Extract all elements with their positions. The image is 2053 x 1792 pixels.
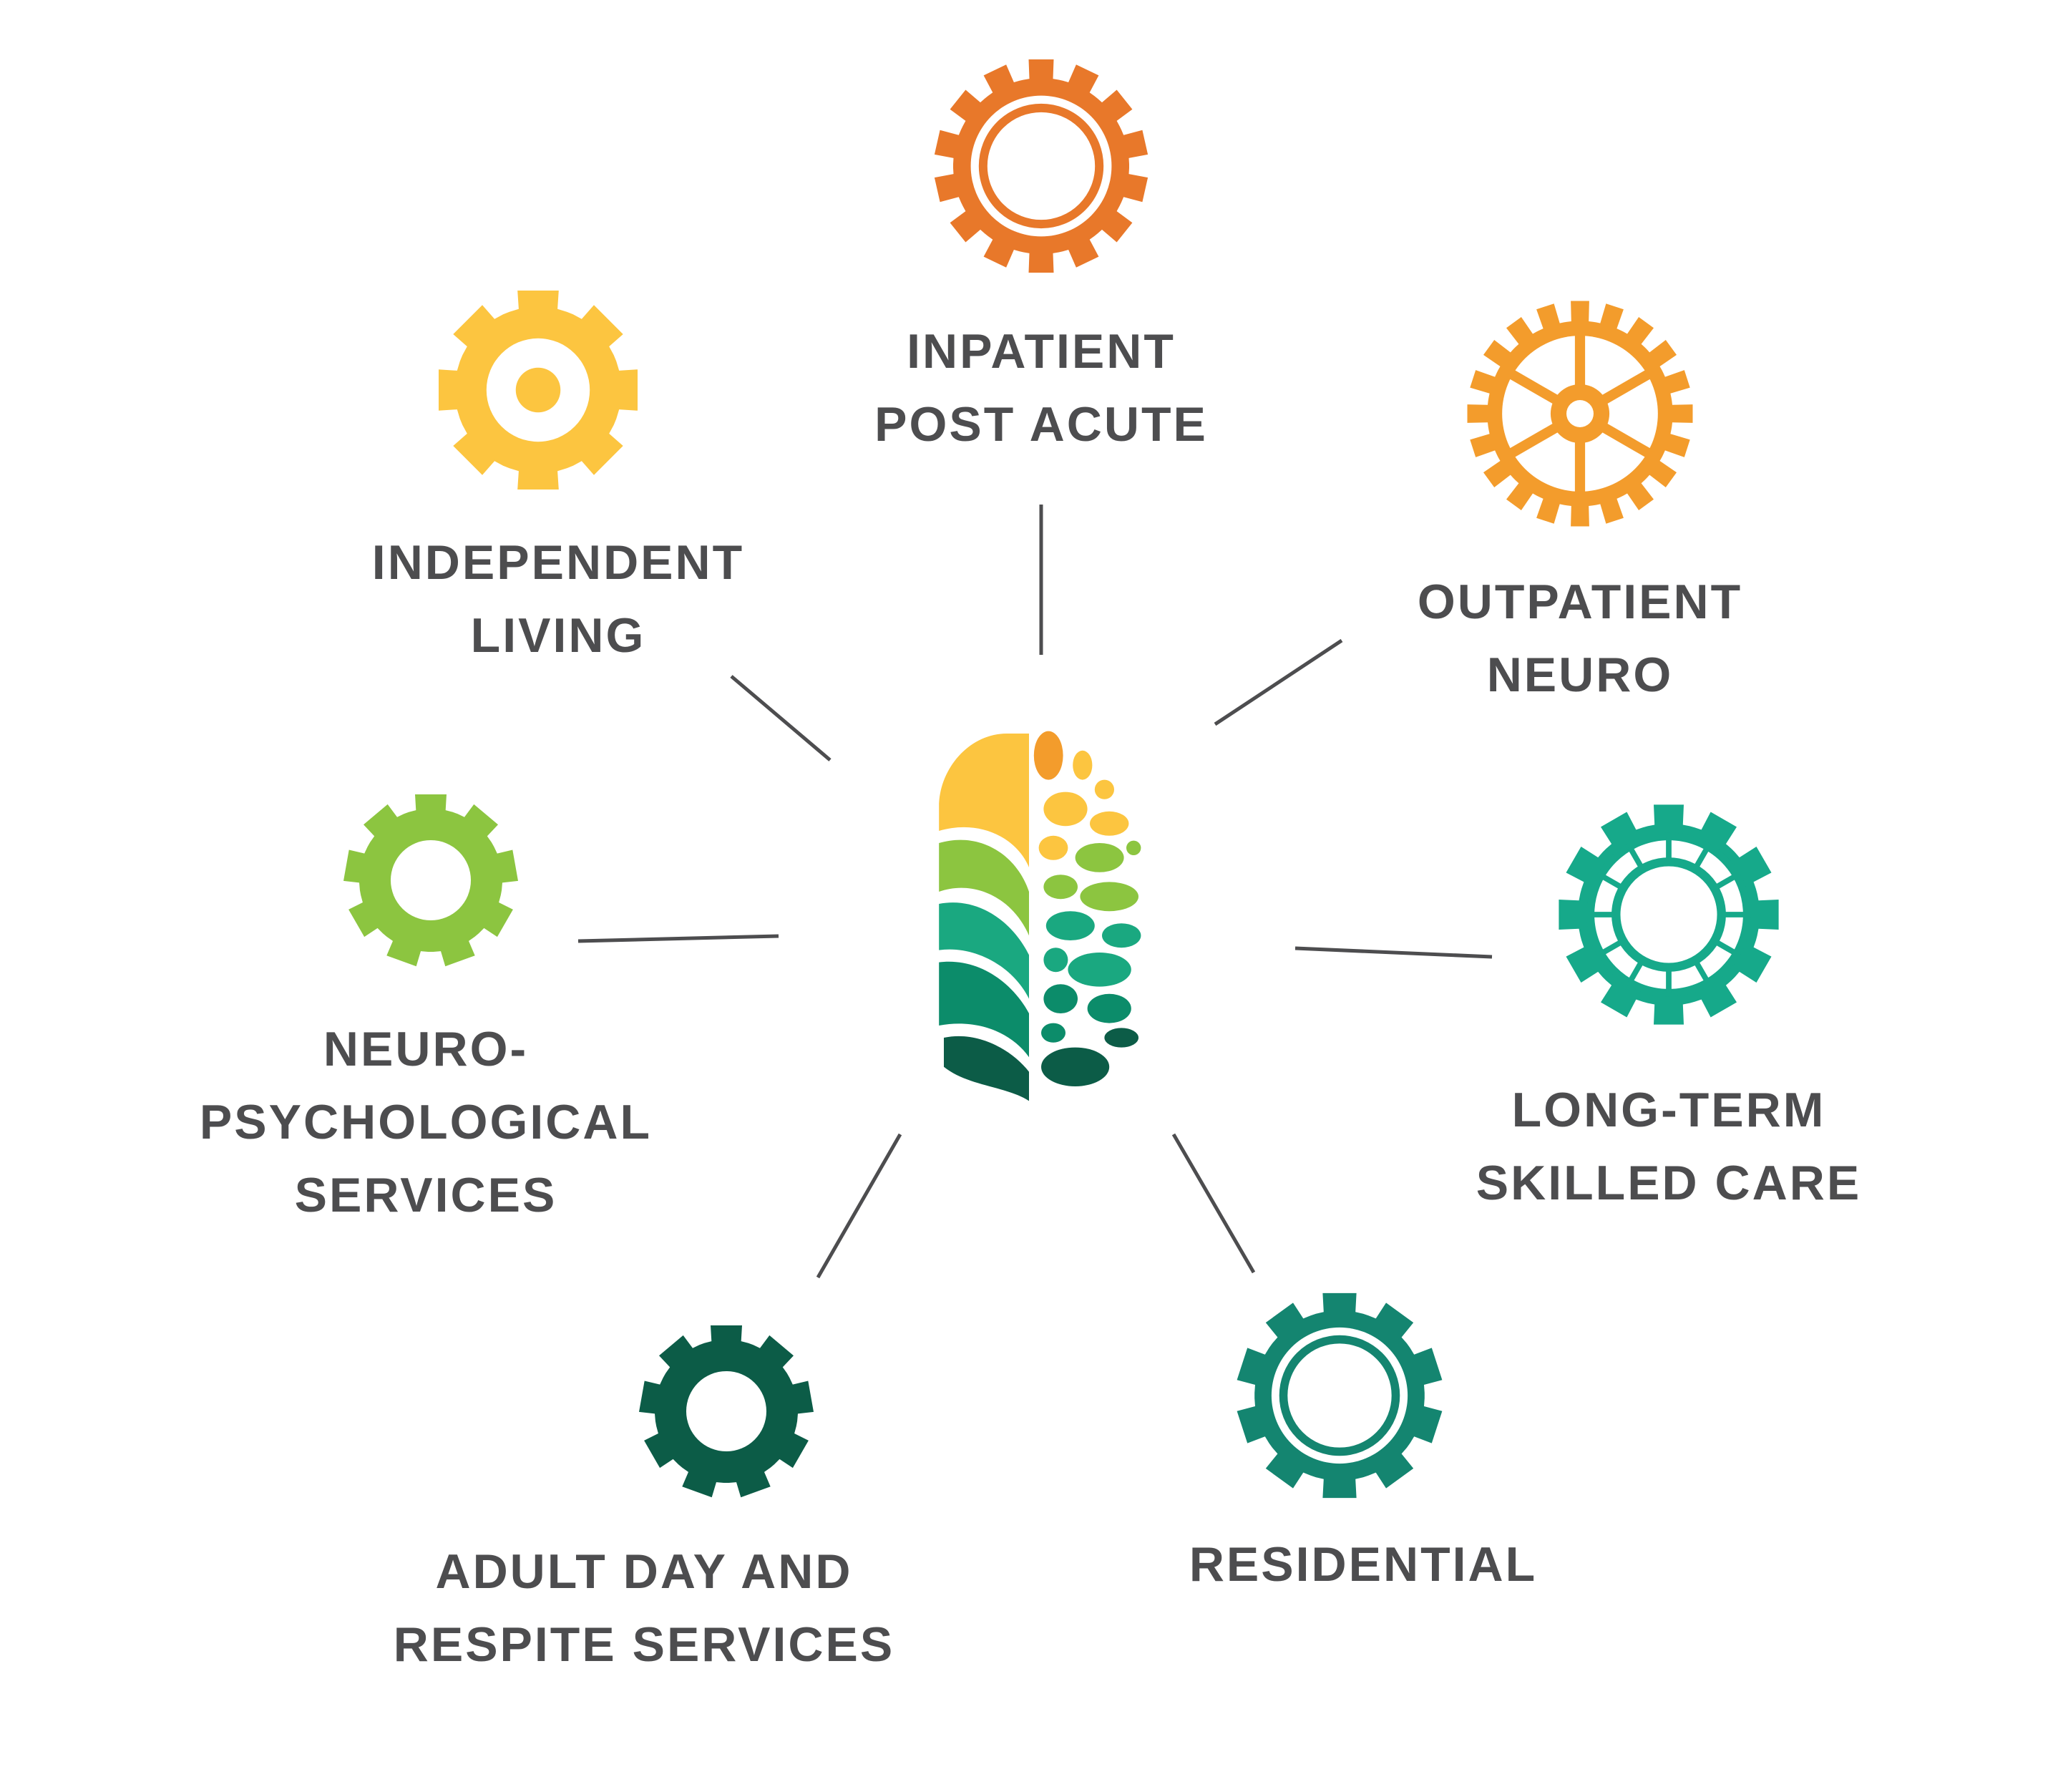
gear-segmented-icon [1559, 804, 1779, 1025]
label-line: ADULT DAY AND [435, 1544, 853, 1599]
gear-ring-icon [934, 59, 1149, 273]
label-line: RESPITE SERVICES [393, 1617, 895, 1672]
gear-icon [639, 1325, 814, 1498]
label-line: SERVICES [294, 1168, 557, 1222]
connector-line-residential [1171, 1133, 1256, 1274]
label-residential: RESIDENTIAL [1091, 1528, 1635, 1601]
label-outpatient-neuro: OUTPATIENT NEURO [1308, 565, 1852, 711]
connector-line-long-term-skilled-care [1294, 946, 1493, 959]
connector-line-neuro-psychological-services [577, 934, 779, 943]
label-line: PSYCHOLOGICAL [199, 1095, 653, 1149]
gear-dot-icon [439, 291, 638, 490]
label-line: LIVING [470, 608, 646, 663]
gear-spoked-wheel-icon [1467, 301, 1693, 527]
label-line: RESIDENTIAL [1189, 1537, 1538, 1592]
connector-line-outpatient-neuro [1214, 638, 1343, 726]
label-neuro-psychological-services: NEURO- PSYCHOLOGICAL SERVICES [154, 1013, 698, 1232]
connector-line-independent-living [730, 675, 832, 761]
label-adult-day-and-respite-services: ADULT DAY AND RESPITE SERVICES [372, 1535, 916, 1681]
label-line: INPATIENT [907, 324, 1176, 379]
label-independent-living: INDEPENDENT LIVING [286, 526, 830, 672]
label-line: NEURO- [323, 1022, 529, 1076]
gear-icon [343, 794, 518, 967]
label-line: LONG-TERM [1511, 1083, 1826, 1137]
label-line: NEURO [1486, 648, 1674, 702]
label-line: POST ACUTE [874, 397, 1208, 452]
label-long-term-skilled-care: LONG-TERM SKILLED CARE [1397, 1073, 1941, 1219]
connector-line-adult-day-and-respite-services [816, 1133, 902, 1279]
label-line: OUTPATIENT [1417, 575, 1743, 629]
label-line: INDEPENDENT [371, 535, 745, 590]
leaf-tree-logo-icon [939, 731, 1141, 1101]
gear-ring-icon [1237, 1292, 1443, 1499]
label-inpatient-post-acute: INPATIENT POST ACUTE [769, 315, 1313, 461]
label-line: SKILLED CARE [1476, 1156, 1862, 1210]
